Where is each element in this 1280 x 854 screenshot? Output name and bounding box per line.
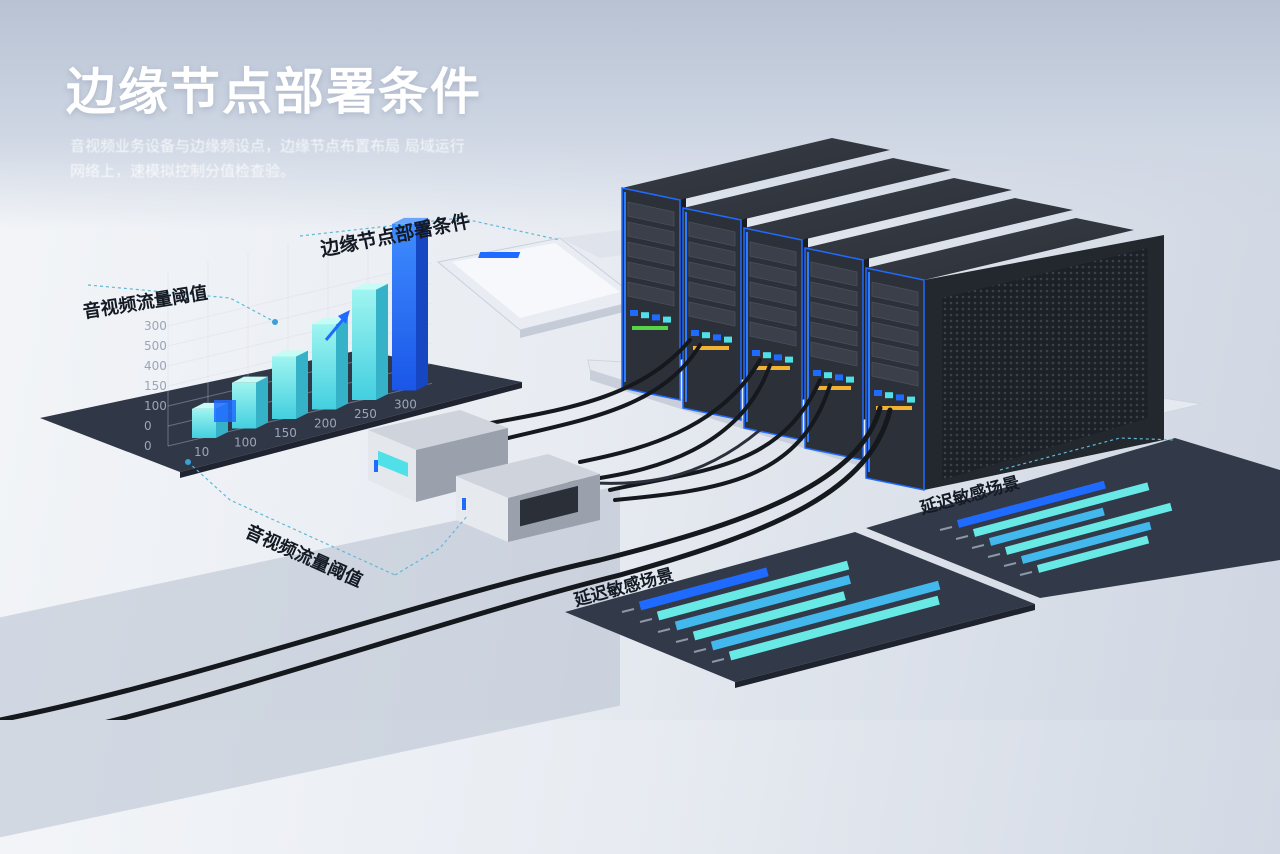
bar-accent [214,400,236,422]
latency-bar-tick [987,553,1001,558]
latency-bar [638,567,769,611]
latency-bar-tick [711,658,725,663]
latency-bar [1036,535,1150,573]
latency-bar-tick [693,648,707,653]
server-5 [865,218,1164,491]
latency-bar [692,591,846,641]
latency-bars-back [939,480,1173,576]
latency-panel-back [866,438,1280,598]
x-tick-label: 250 [354,407,377,421]
latency-bar-tick [621,608,635,613]
latency-bar-tick [1019,571,1033,576]
bar-150 [272,350,308,419]
latency-bar [956,480,1106,528]
latency-bars-front [621,560,941,663]
y-tick-label: 300 [144,319,167,333]
y-tick-label: 0 [144,419,152,433]
page-title: 边缘节点部署条件 [66,63,482,121]
latency-panel-front [565,532,1035,688]
bar-200 [312,318,348,410]
latency-bar [710,580,941,651]
latency-bar [674,575,852,631]
latency-bar [972,482,1150,537]
y-tick-label: 500 [144,339,167,353]
deployment-scene: 0 0 100 150 400 500 300 10 100 150 200 250 300 [0,138,1280,720]
bar-300 [392,217,428,391]
latency-bar [1004,502,1173,555]
traffic-threshold-chart: 0 0 100 150 400 500 300 10 100 150 200 250 300 [40,214,522,478]
label-av-threshold-top: 音视频流量阈值 [81,281,209,322]
edge-compute-box-2 [456,454,600,542]
y-tick-label: 100 [144,399,167,413]
latency-bar-tick [675,638,689,643]
y-tick-label: 400 [144,359,167,373]
latency-bar [656,560,850,621]
arrow-up-right-icon [324,310,350,341]
latency-bar-tick [1003,562,1017,567]
latency-bar-tick [955,535,969,540]
latency-bar [728,595,940,661]
latency-bar-tick [657,628,671,633]
chart-x-ticks: 10 100 150 200 250 300 [194,398,417,460]
label-av-threshold-bottom: 音视频流量阈值 [242,520,366,591]
chart-bars [192,217,428,438]
latency-bar-tick [639,618,653,623]
y-tick-label: 0 [144,439,152,453]
leader-lines [87,217,1176,576]
network-cables [0,338,893,720]
x-tick-label: 150 [274,426,297,440]
x-tick-label: 100 [234,436,257,450]
x-tick-label: 200 [314,417,337,431]
y-tick-label: 150 [144,379,167,393]
bar-100 [232,376,268,429]
chart-y-ticks: 0 0 100 150 400 500 300 [144,319,167,453]
server-1 [621,138,890,401]
latency-bar [1020,521,1152,564]
bar-250 [352,283,388,400]
page-subtitle: 音视频业务设备与边缘频设点，边缘节点布置布局 局域运行网络上，速模拟控制分值检查… [70,137,465,180]
latency-bar-tick [971,544,985,549]
x-tick-label: 300 [394,398,417,412]
x-tick-label: 10 [194,445,209,459]
latency-bar-tick [939,526,953,531]
latency-bar [988,507,1105,546]
server-rack-group [621,138,1164,491]
